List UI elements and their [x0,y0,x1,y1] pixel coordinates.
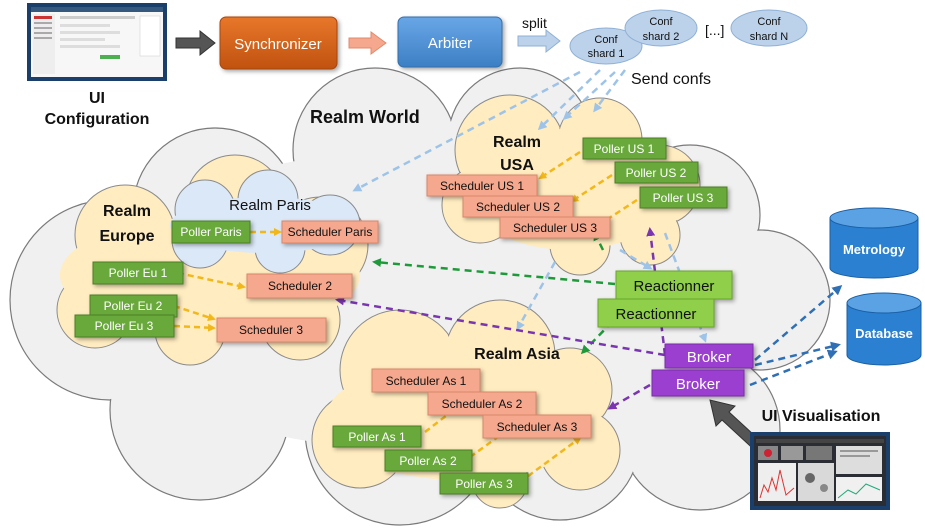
poller-us1-box [582,137,667,160]
scheduler-us2-label: Scheduler US 2 [476,200,560,214]
ui-visualisation-screenshot [750,432,890,510]
scheduler-as3-label: Scheduler As 3 [497,420,578,434]
poller-paris-box [171,220,251,244]
scheduler-us3-box [499,216,611,239]
poller-us3-box [639,186,728,209]
us3-poller-arrow [598,198,638,226]
poller-eu2-label: Poller Eu 2 [104,299,163,313]
broker-to-database-arrow [754,341,841,367]
synchronizer-label: Synchronizer [234,36,322,53]
conf-shard-n-line1: Conf [757,16,781,28]
conf-shard-2-line2: shard 2 [643,31,680,43]
poller-as1-box [332,425,422,448]
poller-us3-label: Poller US 3 [653,191,714,205]
scheduler-as2-label: Scheduler As 2 [442,397,523,411]
as3-poller-arrow [519,436,582,484]
broker-2-box [651,369,745,397]
scheduler-us1-label: Scheduler US 1 [440,179,524,193]
conf-shard-2: Conf shard 2 [624,9,698,47]
poller-eu3-box [74,314,175,338]
poller-us2-box [614,161,699,184]
database-label: Database [855,326,913,341]
conf-shard-2-line1: Conf [649,16,673,28]
scheduler-as1-label: Scheduler As 1 [386,374,467,388]
broker-1-box [664,343,754,369]
reactionner-2-label: Reactionner [616,306,697,323]
scheduler-as1-box [371,368,481,393]
us1-poller-arrow [538,150,581,180]
realm-usa-label-line2: USA [500,157,534,174]
split-arrow [517,28,561,54]
realm-paris-label: Realm Paris [229,197,311,214]
metrology-label: Metrology [843,242,906,257]
poller-as3-box [439,472,529,495]
poller-eu1-label: Poller Eu 1 [109,266,168,280]
scheduler-as2-box [427,391,537,416]
scheduler-3-label: Scheduler 3 [239,323,303,337]
conf-shard-1: Conf shard 1 [569,27,643,65]
ui-configuration-screenshot [27,3,167,81]
broker-db-arrows [749,285,843,387]
synchronizer-to-arbiter-arrow [348,31,387,55]
database-icon [846,292,922,366]
realm-asia-label: Realm Asia [474,346,560,363]
ui-configuration-label-line2: Configuration [45,111,150,128]
realm-europe-label-line2: Europe [99,228,154,245]
scheduler-paris-label: Scheduler Paris [288,225,373,239]
poller-us2-label: Poller US 2 [626,166,687,180]
broker2-to-database-arrow [749,349,838,387]
metrology-database-icon [829,207,919,279]
realm-europe-label-line1: Realm [103,203,151,220]
arbiter-box [397,16,503,68]
poller-as1-label: Poller As 1 [348,430,406,444]
conf-shard-1-line1: Conf [594,34,618,46]
conf-shard-1-line2: shard 1 [588,48,625,60]
ui-visualisation-label: UI Visualisation [762,408,881,425]
send-confs-arrows [352,69,708,343]
poller-as2-label: Poller As 2 [399,454,457,468]
reactionner-2-box [597,298,715,328]
poller-us1-label: Poller US 1 [594,142,655,156]
reactionner-1-label: Reactionner [634,278,715,295]
config-to-synchronizer-arrow [175,29,216,57]
scheduler-3-box [216,317,327,343]
send-conf-arrow-paris [352,70,581,192]
send-conf-arrow-usa [537,69,601,131]
scheduler-paris-box [281,220,379,244]
shard-ellipsis: [...] [705,22,724,38]
scheduler-as3-box [482,414,592,439]
broker-to-metrology-arrow [754,285,843,361]
send-confs-label: Send confs [631,71,711,88]
reactionner-1-box [615,270,733,300]
scheduler-us3-label: Scheduler US 3 [513,221,597,235]
synchronizer-box [219,16,338,70]
broker-1-label: Broker [687,349,731,366]
arbiter-label: Arbiter [428,35,472,52]
broker-2-label: Broker [676,376,720,393]
split-label: split [522,15,547,31]
poller-eu1-box [92,261,184,285]
poller-as3-label: Poller As 3 [455,477,513,491]
eu2-poller-arrow [173,304,216,321]
realm-usa-label-line1: Realm [493,134,541,151]
send-conf-arrow-usa-3 [593,69,626,113]
scheduler-2-box [246,273,353,299]
eu3-poller-arrow [173,323,216,332]
conf-shard-n-line2: shard N [750,31,789,43]
broker-to-asia-arrow [607,383,651,410]
ui-configuration-label-line1: UI [89,90,105,107]
send-conf-arrow-reactionner [619,248,653,270]
reactionner-to-europe-arrow [372,258,616,286]
us2-poller-arrow [570,173,613,203]
poller-paris-label: Poller Paris [180,225,241,239]
scheduler-2-label: Scheduler 2 [268,279,332,293]
realm-world-label: Realm World [310,107,420,127]
poller-eu3-label: Poller Eu 3 [95,319,154,333]
poller-as2-box [384,449,473,472]
send-conf-arrow-asia [516,261,557,331]
conf-shard-n: Conf shard N [730,9,808,47]
eu1-poller-arrow [177,271,246,290]
broker-to-europe-arrow [335,296,666,357]
